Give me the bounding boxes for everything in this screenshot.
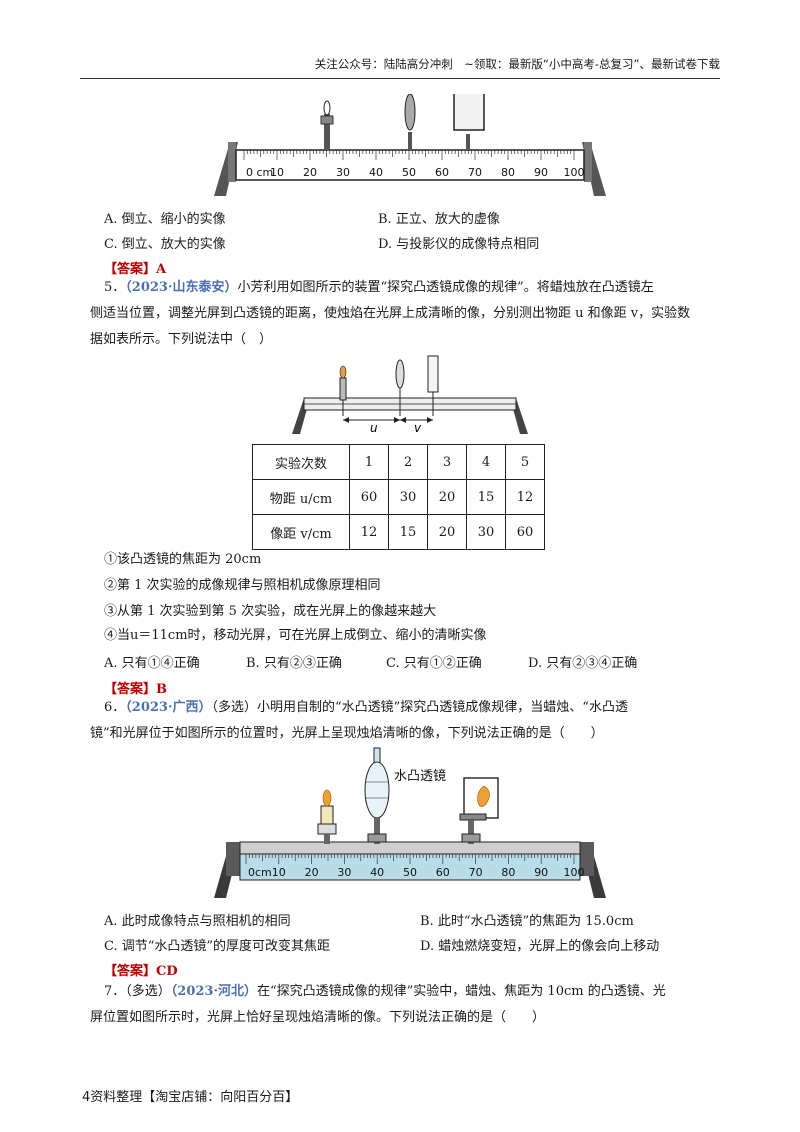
table-cell: 1 (349, 444, 389, 480)
q5-line-2: 侧适当位置，调整光屏到凸透镜的距离，使烛焰在光屏上成清晰的像，分别测出物距 u … (90, 306, 691, 321)
q6-line-2: 镜”和光屏位于如图所示的位置时，光屏上呈现烛焰清晰的像，下列说法正确的是（ ） (90, 726, 604, 741)
candle (317, 789, 337, 844)
q5-line-1: 5．（2023·山东泰安）小芳利用如图所示的装置“探究凸透镜成像的规律”。将蜡烛… (104, 276, 654, 300)
table-cell: 15 (388, 514, 428, 550)
candle (339, 365, 347, 416)
candle (320, 100, 334, 150)
ruler-label: 10 (270, 166, 284, 179)
q5-line-3: 据如表所示。下列说法中（ ） (90, 332, 273, 347)
ruler-label: 40 (370, 866, 384, 879)
q5-number: 5． (104, 280, 126, 295)
ruler-label: 80 (501, 866, 515, 879)
q4-option-b: B. 正立、放大的虚像 (378, 212, 500, 227)
q5-option-b: B. 只有②③正确 (246, 656, 342, 671)
q5-answer: 【答案】B (104, 682, 167, 697)
light-screen (427, 355, 439, 416)
table-cell: 30 (388, 479, 428, 515)
table-row: 实验次数 1 2 3 4 5 (252, 444, 545, 480)
q6-option-d: D. 蜡烛燃烧变短，光屏上的像会向上移动 (420, 939, 660, 954)
q6-option-b: B. 此时“水凸透镜”的焦距为 15.0cm (420, 914, 634, 929)
q6-answer: 【答案】CD (104, 964, 178, 979)
table-cell: 2 (388, 444, 428, 480)
q5-option-d: D. 只有②③④正确 (528, 656, 638, 671)
q5-statement-4: ④当u＝11cm时，移动光屏，可在光屏上成倒立、缩小的清晰实像 (104, 628, 487, 643)
ruler-label: 30 (336, 166, 350, 179)
q7-number: 7．（多选） (104, 984, 171, 999)
q6-source: （2023·广西） (125, 700, 212, 715)
ruler-label: 40 (369, 166, 383, 179)
q7-line-2: 屏位置如图所示时，光屏上恰好呈现烛焰清晰的像。下列说法正确的是（ ） (90, 1010, 546, 1025)
table-cell: 30 (466, 514, 506, 550)
convex-lens (404, 94, 416, 150)
table-cell: 4 (466, 444, 506, 480)
water-lens (364, 747, 390, 844)
ruler-label: 70 (469, 866, 483, 879)
q5-statement-2: ②第 1 次实验的成像规律与照相机成像原理相同 (104, 578, 381, 593)
page-footer: 4资料整理【淘宝店铺：向阳百分百】 (82, 1090, 299, 1105)
q6-number: 6． (104, 700, 126, 715)
table-cell: 60 (349, 479, 389, 515)
ruler-label: 90 (534, 166, 548, 179)
table-cell: 15 (466, 479, 506, 515)
table-row: 像距 v/cm 12 15 20 30 60 (252, 514, 545, 550)
q4-answer: 【答案】A (104, 262, 167, 277)
ruler-label: 80 (501, 166, 515, 179)
experiment-table: 实验次数 1 2 3 4 5 物距 u/cm 60 30 20 15 12 像距… (252, 444, 545, 550)
water-lens-label: 水凸透镜 (394, 769, 446, 784)
table-row: 物距 u/cm 60 30 20 15 12 (252, 479, 545, 515)
q5-option-a: A. 只有①④正确 (104, 656, 200, 671)
ruler-label: 100 (564, 866, 585, 879)
table-cell: 20 (427, 514, 467, 550)
light-screen (453, 94, 485, 150)
ruler-label: 60 (436, 866, 450, 879)
ruler-label: 0cm (248, 866, 272, 879)
q5-option-c: C. 只有①②正确 (386, 656, 482, 671)
ruler-label: 60 (435, 166, 449, 179)
table-cell: 12 (505, 479, 545, 515)
ruler-label: 50 (402, 166, 416, 179)
table-cell: 5 (505, 444, 545, 480)
table-cell: 20 (427, 479, 467, 515)
q5-statement-3: ③从第 1 次实验到第 5 次实验，成在光屏上的像越来越大 (104, 604, 437, 619)
q4-option-c: C. 倒立、放大的实像 (104, 237, 226, 252)
q7-source: （2023·河北） (170, 984, 257, 999)
q5-source: （2023·山东泰安） (125, 280, 238, 295)
ruler-label: 30 (337, 866, 351, 879)
convex-lens (395, 359, 405, 416)
ruler-label: 10 (272, 866, 286, 879)
q7-line-1: 7．（多选）（2023·河北）在“探究凸透镜成像的规律”实验中，蜡烛、焦距为 1… (104, 980, 666, 1004)
figure-optical-bench-2: u v (292, 355, 528, 435)
ruler-label: 70 (468, 166, 482, 179)
ruler-label: 20 (303, 166, 317, 179)
label-v: v (414, 421, 422, 435)
table-cell: 60 (505, 514, 545, 550)
ruler-label: 0 cm (246, 166, 273, 179)
table-cell: 实验次数 (252, 444, 350, 480)
label-u: u (370, 421, 378, 435)
q5-statement-1: ①该凸透镜的焦距为 20cm (104, 552, 262, 567)
light-screen (459, 777, 499, 844)
table-cell: 12 (349, 514, 389, 550)
ruler-label: 20 (305, 866, 319, 879)
q6-option-a: A. 此时成像特点与照相机的相同 (104, 914, 291, 929)
ruler-label: 90 (534, 866, 548, 879)
table-cell: 3 (427, 444, 467, 480)
ruler-label: 50 (403, 866, 417, 879)
q6-option-c: C. 调节“水凸透镜”的厚度可改变其焦距 (104, 939, 331, 954)
q5-text-1: 小芳利用如图所示的装置“探究凸透镜成像的规律”。将蜡烛放在凸透镜左 (237, 280, 654, 295)
ruler-label: 100 (564, 166, 585, 179)
q4-option-a: A. 倒立、缩小的实像 (104, 212, 226, 227)
q6-text-1: （多选）小明用自制的“水凸透镜”探究凸透镜成像规律，当蜡烛、“水凸透 (211, 700, 628, 715)
q6-line-1: 6．（2023·广西）（多选）小明用自制的“水凸透镜”探究凸透镜成像规律，当蜡烛… (104, 696, 628, 720)
q4-option-d: D. 与投影仪的成像特点相同 (378, 237, 540, 252)
q7-text-1: 在“探究凸透镜成像的规律”实验中，蜡烛、焦距为 10cm 的凸透镜、光 (257, 984, 666, 999)
table-cell: 物距 u/cm (252, 479, 350, 515)
table-cell: 像距 v/cm (252, 514, 350, 550)
page-header: 关注公众号：陆陆高分冲刺 ~领取：最新版“小中高考-总复习”、最新试卷下载 (80, 56, 720, 79)
